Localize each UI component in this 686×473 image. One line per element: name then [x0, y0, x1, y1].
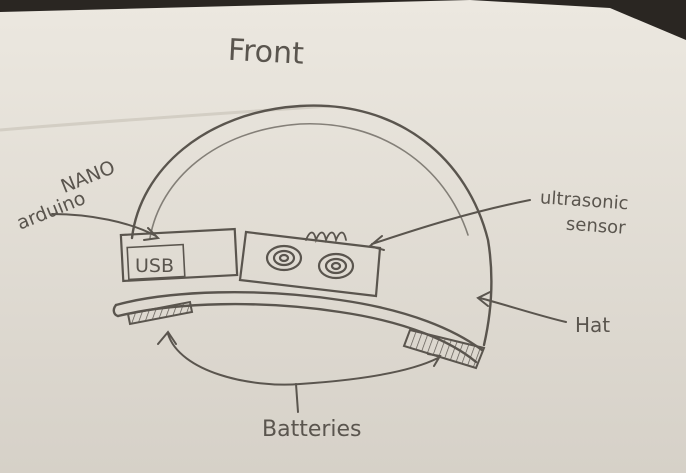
arduino-arrow [51, 213, 161, 241]
diagram-title: Front [227, 33, 305, 72]
robot-body-outline [130, 104, 493, 347]
battery-left [126, 300, 194, 326]
usb-label: USB [135, 255, 174, 277]
battery-right [402, 328, 486, 370]
batteries-pointer [295, 383, 299, 413]
ultrasonic-sensor [238, 230, 382, 298]
hat-label: Hat [575, 313, 610, 337]
batteries-arrow [157, 330, 442, 386]
arduino-nano-board [119, 227, 239, 283]
sensor-eye-right [317, 252, 355, 280]
paper-crease [0, 104, 331, 132]
sensor-eye-left [265, 244, 303, 272]
batteries-label: Batteries [262, 417, 362, 442]
ultrasonic-arrow [367, 199, 531, 251]
ultrasonic-label-line2: sensor [565, 214, 627, 239]
hat-arrow [476, 291, 567, 323]
